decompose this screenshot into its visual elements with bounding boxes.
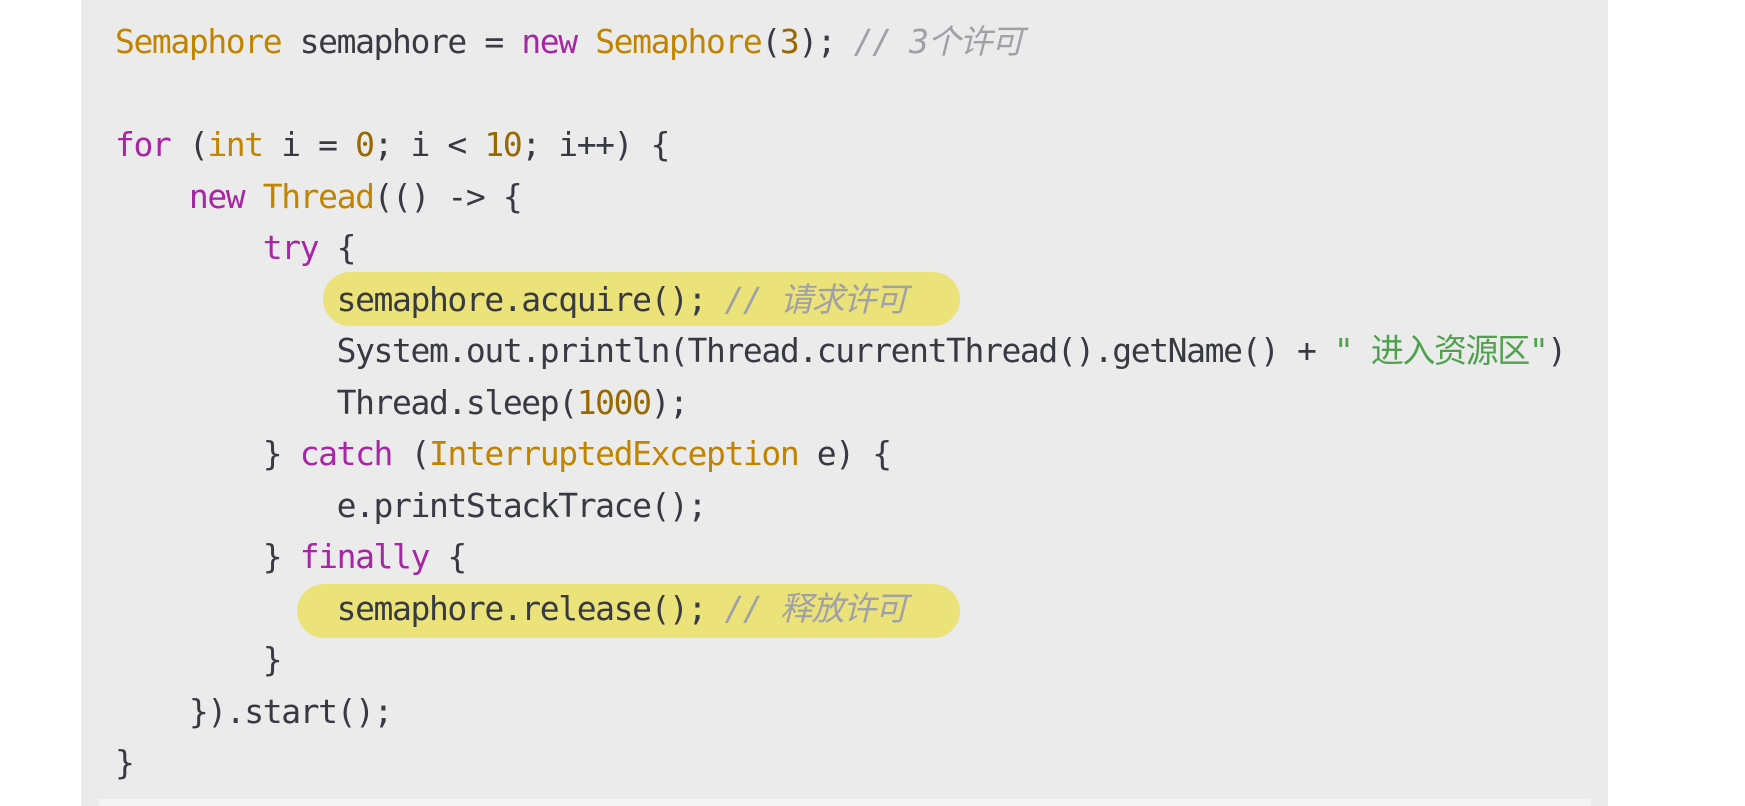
code-indent	[115, 640, 263, 679]
code-line: try {	[115, 226, 357, 270]
code-line: new Thread(() -> {	[115, 175, 523, 219]
code-token: {	[428, 537, 467, 576]
code-token: 10	[484, 125, 522, 164]
code-token: )	[1547, 331, 1567, 370]
code-indent	[115, 692, 189, 731]
code-token: }	[262, 537, 300, 576]
code-token: }	[262, 640, 283, 679]
code-token: finally	[299, 537, 431, 576]
code-indent	[115, 434, 263, 473]
code-indent	[115, 383, 337, 422]
code-token: new	[188, 176, 246, 216]
code-token: Semaphore	[595, 22, 763, 61]
code-token: }	[262, 434, 300, 473]
code-token: Thread.sleep(	[336, 382, 578, 422]
code-indent	[115, 331, 337, 370]
code-block	[81, 0, 1608, 806]
code-indent	[115, 486, 337, 525]
code-line: for (int i = 0; i < 10; i++) {	[115, 123, 670, 167]
code-token: (() -> {	[373, 176, 523, 216]
code-line: System.out.println(Thread.currentThread(…	[115, 329, 1568, 373]
code-token: (	[392, 434, 430, 473]
code-token: );	[650, 382, 689, 422]
code-token: catch	[299, 434, 394, 473]
code-line: Semaphore semaphore = new Semaphore(3); …	[115, 20, 1024, 64]
code-token: System.out.println(Thread.currentThread(…	[336, 331, 1334, 370]
code-token	[244, 177, 262, 216]
code-token: e.printStackTrace();	[336, 485, 708, 525]
code-token: Semaphore	[115, 22, 283, 61]
code-token: semaphore =	[281, 22, 522, 61]
code-line: }).start();	[115, 690, 394, 734]
code-line: semaphore.acquire(); // 请求许可	[115, 278, 908, 322]
code-token: 1000	[576, 382, 652, 422]
code-token: semaphore.release();	[336, 588, 725, 628]
code-token: try	[262, 228, 320, 267]
code-line: Thread.sleep(1000);	[115, 381, 689, 425]
code-indent	[115, 177, 189, 216]
code-token: // 释放许可	[724, 588, 907, 628]
code-token: // 3个许可	[853, 22, 1024, 61]
code-token: e) {	[798, 434, 892, 473]
code-token	[577, 22, 595, 61]
code-token: // 请求许可	[724, 279, 907, 319]
code-line: semaphore.release(); // 释放许可	[115, 587, 908, 631]
code-indent	[115, 537, 263, 576]
code-token: new	[521, 22, 578, 61]
code-line: }	[115, 741, 135, 785]
code-token: Thread	[262, 176, 375, 216]
code-token: (	[170, 125, 209, 164]
code-token: " 进入资源区"	[1333, 331, 1549, 370]
code-indent	[115, 280, 337, 319]
code-token: i =	[262, 125, 356, 164]
highlight-release-line	[297, 584, 960, 638]
code-line: e.printStackTrace();	[115, 484, 708, 528]
code-token: 0	[355, 125, 375, 164]
code-token: for	[115, 125, 172, 164]
code-token: }	[115, 743, 135, 782]
code-indent	[115, 228, 263, 267]
code-token: );	[798, 22, 854, 61]
code-token: ; i++) {	[521, 125, 670, 164]
code-token: ; i <	[373, 125, 485, 164]
code-line: } catch (InterruptedException e) {	[115, 432, 892, 476]
code-block-bottom-edge	[99, 799, 1591, 806]
code-token: }).start();	[188, 691, 394, 731]
code-token: (	[761, 22, 781, 61]
code-token: semaphore.acquire();	[336, 279, 725, 319]
code-line: }	[115, 638, 283, 682]
code-token: 3	[779, 22, 800, 61]
highlight-acquire-line	[323, 272, 960, 326]
code-token: {	[318, 228, 357, 267]
code-token: InterruptedException	[428, 434, 800, 473]
code-token: int	[207, 125, 264, 164]
code-indent	[115, 589, 337, 628]
code-line: } finally {	[115, 535, 468, 579]
